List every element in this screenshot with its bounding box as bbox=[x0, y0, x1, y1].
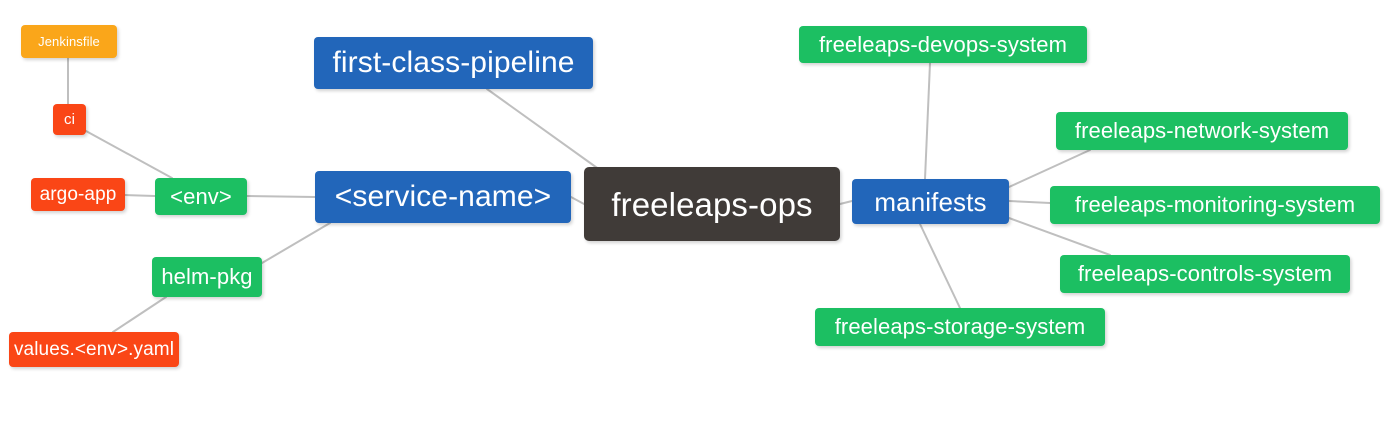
node-helm[interactable]: helm-pkg bbox=[152, 257, 262, 297]
node-label: freeleaps-monitoring-system bbox=[1074, 192, 1356, 217]
edge-service-to-env bbox=[246, 195, 316, 198]
edge-service-to-helm bbox=[261, 222, 331, 264]
edge-env-to-argo bbox=[124, 194, 156, 197]
node-network[interactable]: freeleaps-network-system bbox=[1056, 112, 1348, 150]
node-monitoring[interactable]: freeleaps-monitoring-system bbox=[1050, 186, 1380, 224]
node-devops[interactable]: freeleaps-devops-system bbox=[799, 26, 1087, 63]
node-label: freeleaps-devops-system bbox=[818, 31, 1068, 57]
node-manifests[interactable]: manifests bbox=[852, 179, 1009, 224]
node-label: <service-name> bbox=[334, 180, 552, 213]
node-label: first-class-pipeline bbox=[332, 46, 575, 79]
edge-env-to-ci bbox=[85, 130, 173, 179]
node-env[interactable]: <env> bbox=[155, 178, 247, 215]
edge-manifests-to-monitoring bbox=[1008, 200, 1051, 204]
edge-root-to-manifests bbox=[839, 200, 853, 205]
node-label: ci bbox=[63, 111, 76, 128]
edge-root-to-service bbox=[570, 196, 585, 205]
node-label: helm-pkg bbox=[161, 264, 253, 289]
node-storage[interactable]: freeleaps-storage-system bbox=[815, 308, 1105, 346]
node-label: manifests bbox=[874, 186, 987, 217]
node-argo[interactable]: argo-app bbox=[31, 178, 125, 211]
node-values[interactable]: values.<env>.yaml bbox=[9, 332, 179, 367]
edge-manifests-to-storage bbox=[919, 223, 961, 309]
node-label: freeleaps-controls-system bbox=[1077, 261, 1333, 286]
node-controls[interactable]: freeleaps-controls-system bbox=[1060, 255, 1350, 293]
node-label: Jenkinsfile bbox=[38, 34, 100, 49]
node-jenkins[interactable]: Jenkinsfile bbox=[21, 25, 117, 58]
node-label: freeleaps-ops bbox=[611, 185, 813, 223]
node-label: <env> bbox=[170, 183, 232, 209]
node-root[interactable]: freeleaps-ops bbox=[584, 167, 840, 241]
edge-manifests-to-network bbox=[1008, 149, 1091, 188]
node-label: freeleaps-storage-system bbox=[834, 314, 1086, 339]
node-label: argo-app bbox=[39, 184, 117, 205]
node-label: values.<env>.yaml bbox=[13, 339, 175, 360]
node-ci[interactable]: ci bbox=[53, 104, 86, 135]
edge-manifests-to-devops bbox=[924, 62, 931, 180]
node-label: freeleaps-network-system bbox=[1074, 118, 1330, 143]
edge-root-to-pipeline bbox=[486, 88, 601, 171]
node-service[interactable]: <service-name> bbox=[315, 171, 571, 223]
edge-helm-to-values bbox=[112, 296, 167, 333]
node-pipeline[interactable]: first-class-pipeline bbox=[314, 37, 593, 89]
